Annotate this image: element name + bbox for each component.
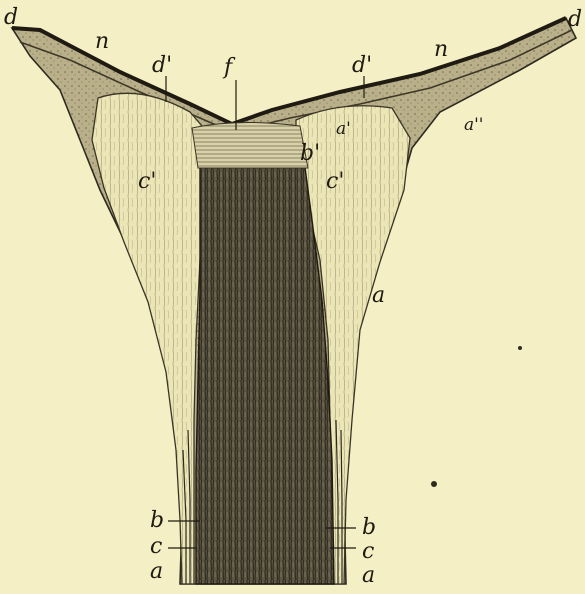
- speck-1: [518, 346, 522, 350]
- label-d-prime-right: d': [352, 53, 372, 78]
- label-n-right: n: [434, 37, 448, 62]
- label-a-prime: a': [336, 119, 351, 139]
- label-n-left: n: [95, 29, 109, 54]
- label-b-prime: b': [300, 141, 320, 166]
- label-d-right: d: [568, 7, 582, 32]
- label-a-bottom-left: a: [150, 559, 163, 584]
- label-d-left: d: [4, 5, 18, 30]
- label-a-side: a: [372, 283, 385, 308]
- label-c-prime-right: c': [326, 169, 344, 194]
- label-a-bottom-right: a: [362, 563, 375, 588]
- label-c-bottom-left: c: [150, 534, 162, 559]
- label-b-bottom-left: b: [150, 508, 164, 533]
- label-d-prime-left: d': [152, 53, 172, 78]
- label-f: f: [222, 55, 236, 80]
- speck-2: [431, 481, 437, 487]
- label-b-bottom-right: b: [362, 515, 376, 540]
- transverse-band-f: [192, 122, 308, 168]
- label-c-prime-left: c': [138, 169, 156, 194]
- label-c-bottom-right: c: [362, 539, 374, 564]
- label-a-double-prime: a'': [464, 115, 483, 135]
